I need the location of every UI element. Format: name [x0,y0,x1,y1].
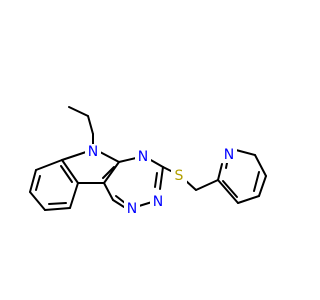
bond-pyrrole-3 [103,161,120,184]
bond-pyridine-5 [237,195,260,204]
atom-n-triazine-bottom-left: N [127,201,137,217]
bond-triazine-2 [148,158,164,168]
bond-triazine-5 [112,199,125,208]
bond-propyl-1 [68,106,89,117]
bond-pyridine-inner-2 [253,171,260,192]
atom-n-indole: N [88,144,98,160]
bond-ch2-pyridine [195,179,219,191]
bond-benzene-3 [29,191,46,211]
bond-pyridine-4 [258,175,267,197]
bond-benzene-1 [35,159,63,171]
bond-triazine-inner-1 [154,172,158,188]
bond-pyridine-3 [254,154,267,177]
bond-propyl-2 [87,115,94,135]
bond-pyrrole-1 [61,151,87,161]
benzene-ring [29,159,79,211]
bond-benzene-2 [29,169,37,193]
bond-benzene-inner-2 [48,202,67,205]
bond-pyridine-6 [217,179,239,204]
atom-n-triazine-bottom-right: N [153,194,163,210]
atom-n-triazine-top: N [138,149,148,165]
bond-pyridine-2 [235,149,256,156]
pyridine-ring [217,149,267,204]
bond-pyridine-1 [217,163,223,181]
bond-triazine-3 [159,166,164,190]
bond-triazine-inner-2 [115,195,126,204]
bond-pyrrole-inner [102,166,115,179]
structure-drawing: N N N N N S [29,106,267,217]
bond-benzene-inner-3 [60,165,73,183]
bond-benzene-inner-1 [35,175,41,191]
atom-n-pyridine: N [224,147,234,163]
bond-triazine-6 [103,182,114,201]
bond-triazine-4 [138,201,153,207]
pyrrole-ring [61,151,120,184]
triazine-ring [103,157,164,208]
bond-pyrrole-2 [99,151,120,163]
bond-pyridine-inner-3 [222,180,238,198]
atom-labels: N N N N N S [85,144,237,217]
atom-s-thioether: S [175,168,184,184]
bond-benzene-6 [61,159,79,184]
bond-benzene-5 [69,182,79,209]
bond-benzene-4 [44,207,71,211]
bond-triazine-1 [118,157,137,163]
molecule-diagram: N N N N N S [29,106,267,217]
